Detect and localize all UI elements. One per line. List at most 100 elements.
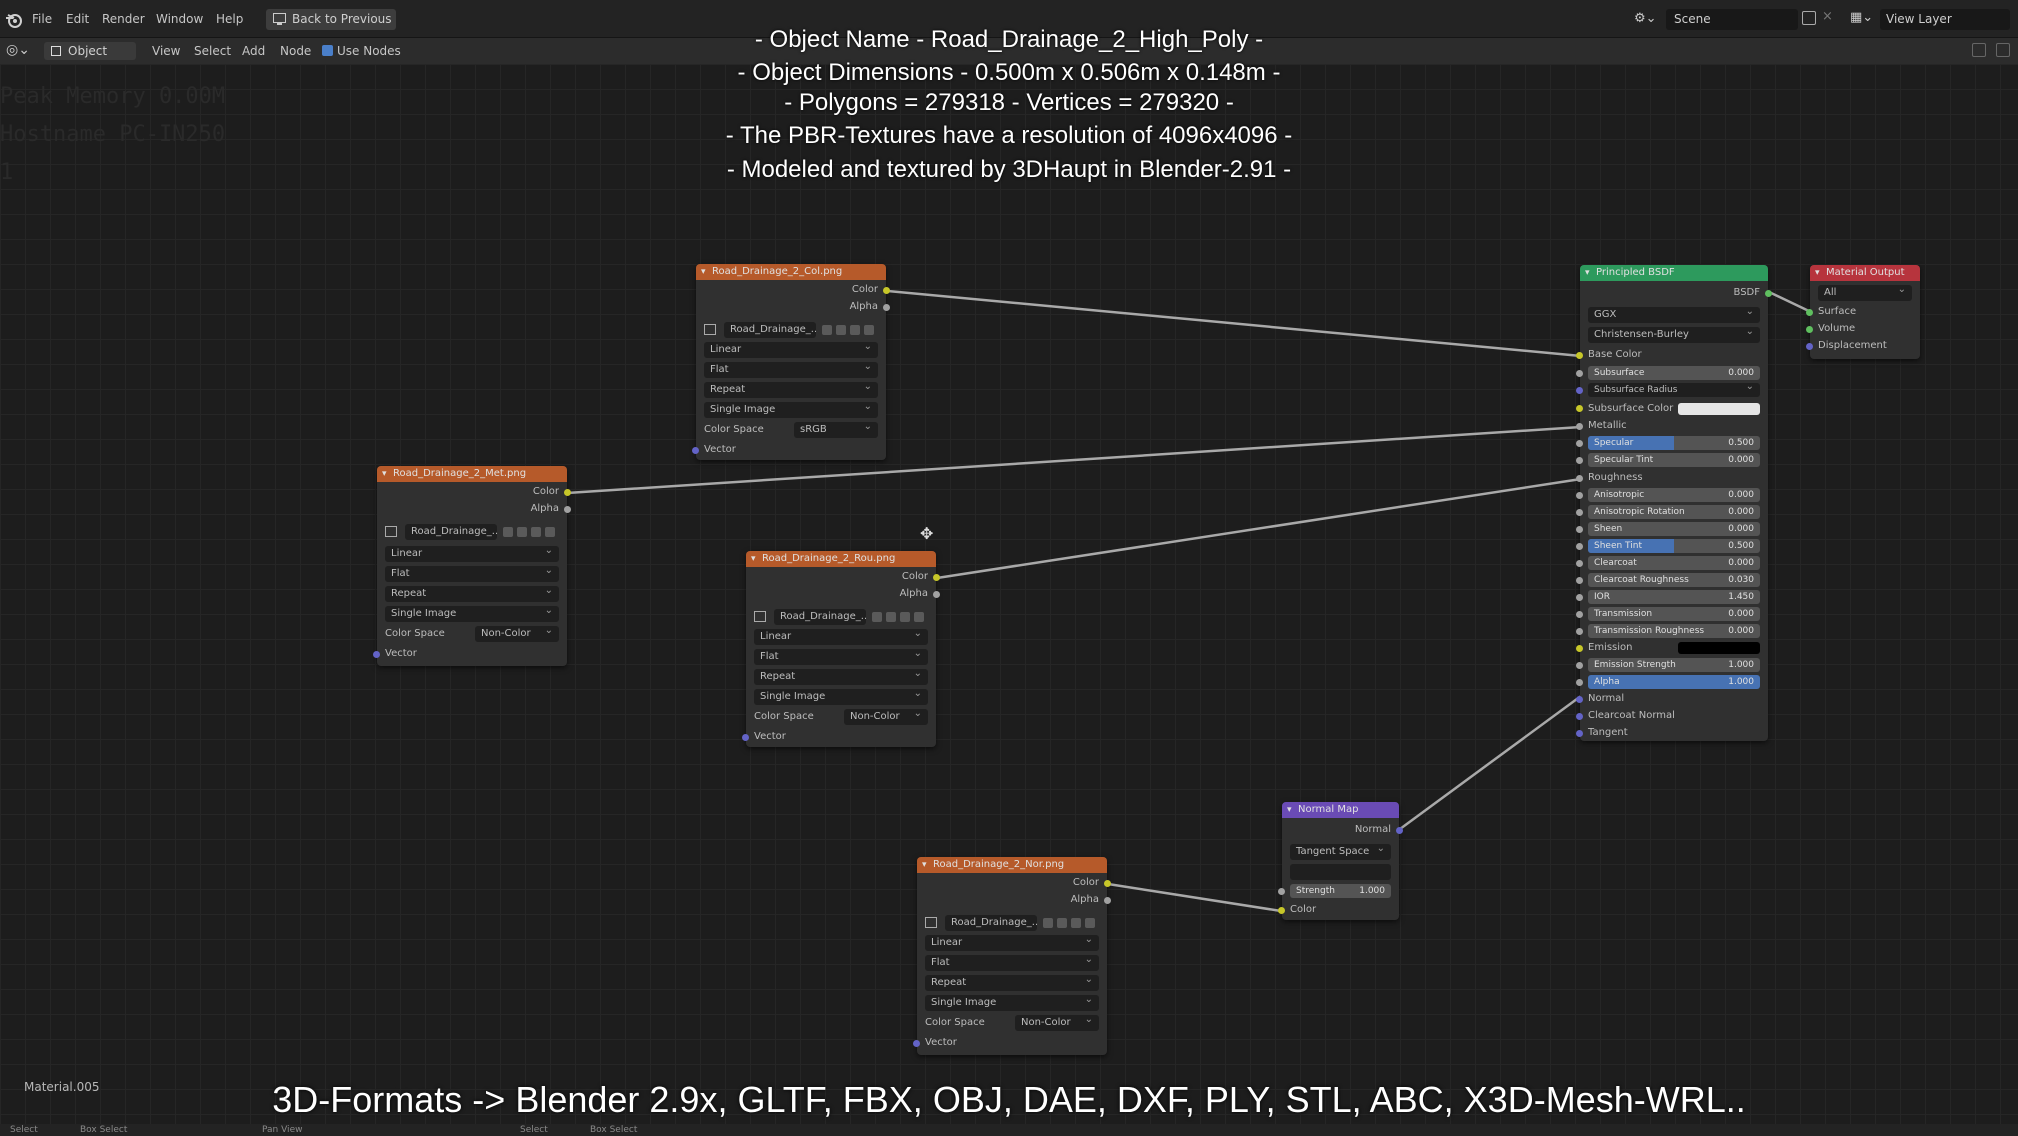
blender-logo-icon[interactable] <box>4 10 24 30</box>
target-dropdown[interactable]: All <box>1818 282 1912 301</box>
color-space-dropdown[interactable]: Non-Color <box>844 706 928 725</box>
source-dropdown[interactable]: Single Image <box>385 603 559 622</box>
extension-dropdown[interactable]: Repeat <box>925 972 1099 991</box>
pin-icon[interactable] <box>1972 43 1986 57</box>
input-vector-socket[interactable] <box>373 651 380 658</box>
input-sheen-tint-socket[interactable] <box>1576 543 1583 550</box>
node-header[interactable]: Material Output <box>1810 265 1920 281</box>
subsurface-color-swatch[interactable] <box>1678 403 1760 415</box>
input-subsurface-socket[interactable] <box>1576 370 1583 377</box>
extension-dropdown[interactable]: Repeat <box>704 379 878 398</box>
menu-add[interactable]: Add <box>242 44 266 58</box>
input-subsurface-color-socket[interactable] <box>1576 405 1583 412</box>
input-vector-socket[interactable] <box>742 734 749 741</box>
input-specular-tint-socket[interactable] <box>1576 457 1583 464</box>
subsurface-radius-dropdown[interactable]: Subsurface Radius <box>1588 380 1760 397</box>
node-header[interactable]: Road_Drainage_2_Met.png <box>377 466 567 482</box>
menu-node[interactable]: Node <box>280 44 312 58</box>
input-strength-socket[interactable] <box>1278 888 1285 895</box>
output-bsdf-socket[interactable] <box>1765 290 1772 297</box>
output-alpha-socket[interactable] <box>883 304 890 311</box>
menu-help[interactable]: Help <box>216 12 244 26</box>
output-color-socket[interactable] <box>564 489 571 496</box>
input-transmission-socket[interactable] <box>1576 611 1583 618</box>
unlink-icon[interactable] <box>864 325 874 335</box>
fake-user-icon[interactable] <box>822 325 832 335</box>
input-sheen-socket[interactable] <box>1576 526 1583 533</box>
node-header[interactable]: Road_Drainage_2_Nor.png <box>917 857 1107 873</box>
image-texture-node-rou[interactable]: Road_Drainage_2_Rou.png Color Alpha Road… <box>742 551 940 747</box>
menu-edit[interactable]: Edit <box>66 12 90 26</box>
open-folder-icon[interactable] <box>531 527 541 537</box>
input-tangent-socket[interactable] <box>1576 730 1583 737</box>
input-transmission-roughness-socket[interactable] <box>1576 628 1583 635</box>
duplicate-icon[interactable] <box>517 527 527 537</box>
node-header[interactable]: Road_Drainage_2_Rou.png <box>746 551 936 567</box>
input-emission-strength-socket[interactable] <box>1576 662 1583 669</box>
material-output-node[interactable]: Material Output All Surface Volume Displ… <box>1806 265 1920 359</box>
menu-view[interactable]: View <box>152 44 181 58</box>
image-selector[interactable]: Road_Drainage_... <box>754 609 928 625</box>
distribution-dropdown[interactable]: GGX <box>1588 304 1760 323</box>
unlink-icon[interactable] <box>1085 918 1095 928</box>
image-selector[interactable]: Road_Drainage_... <box>704 322 878 338</box>
output-alpha-socket[interactable] <box>564 506 571 513</box>
delete-scene-icon[interactable]: × <box>1822 9 1833 24</box>
image-texture-node-nor[interactable]: Road_Drainage_2_Nor.png Color Alpha Road… <box>913 857 1111 1055</box>
input-displacement-socket[interactable] <box>1806 343 1813 350</box>
image-name[interactable]: Road_Drainage_... <box>724 322 816 338</box>
input-emission-socket[interactable] <box>1576 645 1583 652</box>
image-name[interactable]: Road_Drainage_... <box>774 609 866 625</box>
parent-node-icon[interactable] <box>1996 43 2010 57</box>
view-layer-icon[interactable]: ▦⌄ <box>1850 10 1874 25</box>
source-dropdown[interactable]: Single Image <box>925 992 1099 1011</box>
input-vector-socket[interactable] <box>913 1040 920 1047</box>
image-texture-node-met[interactable]: Road_Drainage_2_Met.png Color Alpha Road… <box>373 466 571 666</box>
output-color-socket[interactable] <box>933 574 940 581</box>
scene-icon[interactable]: ⚙⌄ <box>1634 11 1657 26</box>
projection-dropdown[interactable]: Flat <box>754 646 928 665</box>
unlink-icon[interactable] <box>914 612 924 622</box>
input-anisotropic-rotation-socket[interactable] <box>1576 509 1583 516</box>
input-clearcoat-socket[interactable] <box>1576 560 1583 567</box>
color-space-dropdown[interactable]: Non-Color <box>475 623 559 642</box>
output-color-socket[interactable] <box>1104 880 1111 887</box>
menu-file[interactable]: File <box>32 12 53 26</box>
input-subsurface-radius-socket[interactable] <box>1576 387 1583 394</box>
object-mode-dropdown[interactable]: Object <box>44 42 136 60</box>
interpolation-dropdown[interactable]: Linear <box>754 626 928 645</box>
open-folder-icon[interactable] <box>900 612 910 622</box>
input-specular-socket[interactable] <box>1576 440 1583 447</box>
new-scene-icon[interactable] <box>1802 11 1816 25</box>
projection-dropdown[interactable]: Flat <box>925 952 1099 971</box>
normal-map-node[interactable]: Normal Map Normal Tangent Space Strength… <box>1278 802 1403 920</box>
extension-dropdown[interactable]: Repeat <box>385 583 559 602</box>
input-anisotropic-socket[interactable] <box>1576 492 1583 499</box>
output-alpha-socket[interactable] <box>933 591 940 598</box>
fake-user-icon[interactable] <box>1043 918 1053 928</box>
output-color-socket[interactable] <box>883 287 890 294</box>
scene-field[interactable]: Scene <box>1666 9 1798 30</box>
image-selector[interactable]: Road_Drainage_... <box>385 524 559 540</box>
input-normal-socket[interactable] <box>1576 696 1583 703</box>
fake-user-icon[interactable] <box>872 612 882 622</box>
input-metallic-socket[interactable] <box>1576 423 1583 430</box>
image-name[interactable]: Road_Drainage_... <box>405 524 497 540</box>
open-folder-icon[interactable] <box>1071 918 1081 928</box>
color-space-dropdown[interactable]: sRGB <box>794 419 878 438</box>
image-name[interactable]: Road_Drainage_... <box>945 915 1037 931</box>
uv-map-field[interactable] <box>1290 864 1391 880</box>
interpolation-dropdown[interactable]: Linear <box>704 339 878 358</box>
editor-type-icon[interactable]: ◎⌄ <box>6 42 30 58</box>
